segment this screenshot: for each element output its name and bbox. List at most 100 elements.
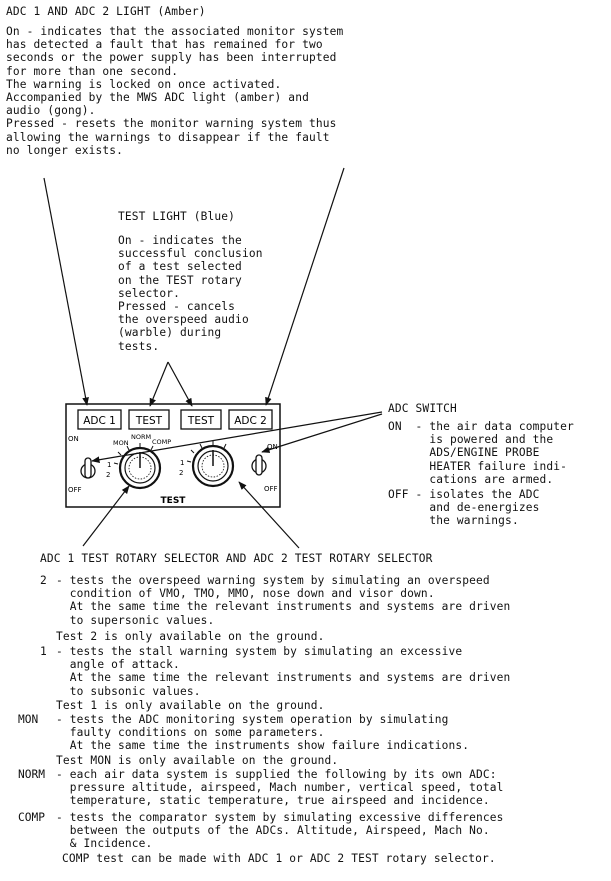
rotary-item-line: temperature, static temperature, true ai…: [56, 794, 490, 808]
adc1-button[interactable]: ADC 1: [77, 409, 122, 430]
rotary-item-1-description: - tests the stall warning system by simu…: [56, 645, 510, 698]
adc1-selector-comp-label: COMP: [152, 438, 171, 446]
adc1-selector-norm-label: NORM: [131, 433, 151, 441]
test1-button[interactable]: TEST: [128, 409, 170, 430]
adc-light-line: for more than one second.: [6, 64, 179, 78]
adc-light-line: has detected a fault that has remained f…: [6, 38, 323, 52]
test-light-line: successful conclusion: [118, 247, 263, 261]
rotary-item-line: - tests the stall warning system by simu…: [56, 645, 463, 658]
adc1-test-rotary-selector[interactable]: [118, 446, 162, 490]
rotary-item-line: & Incidence.: [56, 837, 153, 851]
arrow-to-adc1-selector: [82, 485, 130, 547]
test1-button-label: TEST: [135, 415, 163, 427]
test2-button[interactable]: TEST: [180, 409, 222, 430]
adc-switch-off-description: OFF - isolates the ADC and de-energizes …: [388, 488, 539, 528]
adc2-switch-on-label: ON: [267, 443, 278, 451]
test-light-line: On - indicates the: [118, 234, 242, 247]
adc2-button[interactable]: ADC 2: [228, 409, 273, 430]
test2-button-label: TEST: [187, 415, 215, 427]
rotary-item-1-note: Test 1 is only available on the ground.: [56, 699, 325, 712]
test-light-heading: TEST LIGHT (Blue): [118, 210, 236, 223]
adc-light-line: no longer exists.: [6, 143, 124, 157]
rotary-term-2: 2: [40, 574, 47, 587]
adc-light-line: Pressed - resets the monitor warning sys…: [6, 117, 337, 131]
adc-switch-heading: ADC SWITCH: [388, 402, 457, 415]
arrow-to-adc2-button: [265, 167, 345, 406]
test-light-line: the overspeed audio: [118, 313, 249, 327]
rotary-item-line: - tests the ADC monitoring system operat…: [56, 713, 449, 726]
rotary-item-line: condition of VMO, TMO, MMO, nose down an…: [56, 587, 435, 601]
adc-switch-on-line: HEATER failure indi-: [388, 459, 568, 473]
adc2-selector-pos2-label: 2: [179, 469, 183, 477]
rotary-term-comp: COMP: [18, 811, 45, 824]
rotary-item-line: to supersonic values.: [56, 613, 215, 627]
panel-test-label: TEST: [161, 496, 187, 506]
test-light-line: of a test selected: [118, 260, 242, 274]
adc1-selector-tick-marks: [113, 443, 154, 465]
test-light-line: on the TEST rotary: [118, 273, 242, 287]
rotary-item-line: pressure altitude, airspeed, Mach number…: [56, 781, 504, 795]
rotary-item-line: - each air data system is supplied the f…: [56, 768, 497, 781]
rotary-item-2-note: Test 2 is only available on the ground.: [56, 630, 325, 643]
adc-switch-off-line: OFF - isolates the ADC: [388, 488, 540, 501]
adc-light-line: allowing the warnings to disappear if th…: [6, 130, 330, 144]
adc-switch-on-line: ON - the air data computer: [388, 420, 574, 433]
adc2-switch-off-label: OFF: [264, 485, 278, 493]
rotary-item-comp-note: COMP test can be made with ADC 1 or ADC …: [62, 852, 496, 865]
rotary-item-line: At the same time the instruments show fa…: [56, 739, 470, 753]
arrow-to-test2-button: [167, 361, 193, 407]
adc-switch-off-line: and de-energizes: [388, 501, 540, 515]
rotary-term-mon: MON: [18, 713, 39, 726]
test-light-line: (warble) during: [118, 326, 222, 340]
test-light-line: tests.: [118, 339, 160, 353]
rotary-term-norm: NORM: [18, 768, 45, 781]
adc-light-description: On - indicates that the associated monit…: [6, 25, 343, 157]
arrow-to-test1-button: [149, 361, 169, 407]
adc-light-line: audio (gong).: [6, 104, 96, 118]
adc-switch-on-description: ON - the air data computer is powered an…: [388, 420, 574, 486]
rotary-item-line: At the same time the relevant instrument…: [56, 600, 511, 614]
adc1-selector-pos2-label: 2: [106, 471, 110, 479]
adc2-toggle-switch[interactable]: [251, 454, 267, 476]
rotary-item-norm-description: - each air data system is supplied the f…: [56, 768, 504, 808]
rotary-item-line: - tests the comparator system by simulat…: [56, 811, 504, 824]
adc-switch-on-line: ADS/ENGINE PROBE: [388, 446, 540, 460]
adc-light-line: Accompanied by the MWS ADC light (amber)…: [6, 91, 309, 105]
test-light-line: selector.: [118, 286, 180, 300]
adc-light-line: On - indicates that the associated monit…: [6, 25, 344, 38]
adc-switch-off-line: the warnings.: [388, 514, 519, 528]
adc-light-heading: ADC 1 AND ADC 2 LIGHT (Amber): [6, 5, 206, 18]
rotary-item-comp-description: - tests the comparator system by simulat…: [56, 811, 504, 851]
arrow-to-adc1-switch: [91, 411, 383, 464]
rotary-term-1: 1: [40, 645, 47, 658]
rotary-item-line: - tests the overspeed warning system by …: [56, 574, 490, 587]
panel-outline: [65, 403, 281, 508]
adc-light-line: seconds or the power supply has been int…: [6, 51, 337, 65]
rotary-item-line: angle of attack.: [56, 658, 180, 672]
adc-switch-on-line: is powered and the: [388, 433, 554, 447]
rotary-item-2-description: - tests the overspeed warning system by …: [56, 574, 510, 627]
adc1-toggle-switch[interactable]: [80, 457, 96, 479]
rotary-item-mon-note: Test MON is only available on the ground…: [56, 754, 339, 767]
rotary-item-line: At the same time the relevant instrument…: [56, 671, 511, 685]
adc1-selector-pos1-label: 1: [107, 461, 111, 469]
adc2-test-rotary-selector[interactable]: [191, 444, 235, 488]
adc2-selector-tick-marks: [186, 441, 227, 463]
adc1-switch-off-label: OFF: [68, 486, 82, 494]
leader-arrows: [43, 167, 383, 549]
rotary-item-line: between the outputs of the ADCs. Altitud…: [56, 824, 490, 838]
adc2-button-label: ADC 2: [234, 415, 267, 427]
adc-light-line: The warning is locked on once activated.: [6, 77, 282, 91]
adc1-button-label: ADC 1: [83, 415, 116, 427]
adc1-switch-on-label: ON: [68, 435, 79, 443]
adc1-selector-mon-label: MON: [113, 439, 129, 447]
test-light-description: On - indicates the successful conclusion…: [118, 234, 263, 353]
arrow-to-adc2-selector: [238, 481, 300, 549]
arrow-to-adc2-switch: [261, 413, 383, 453]
rotary-item-line: to subsonic values.: [56, 684, 201, 698]
rotary-item-mon-description: - tests the ADC monitoring system operat…: [56, 713, 469, 753]
rotary-item-line: faulty conditions on some parameters.: [56, 726, 325, 740]
adc-switch-on-line: cations are armed.: [388, 472, 554, 486]
rotary-selector-heading: ADC 1 TEST ROTARY SELECTOR AND ADC 2 TES…: [40, 552, 433, 565]
